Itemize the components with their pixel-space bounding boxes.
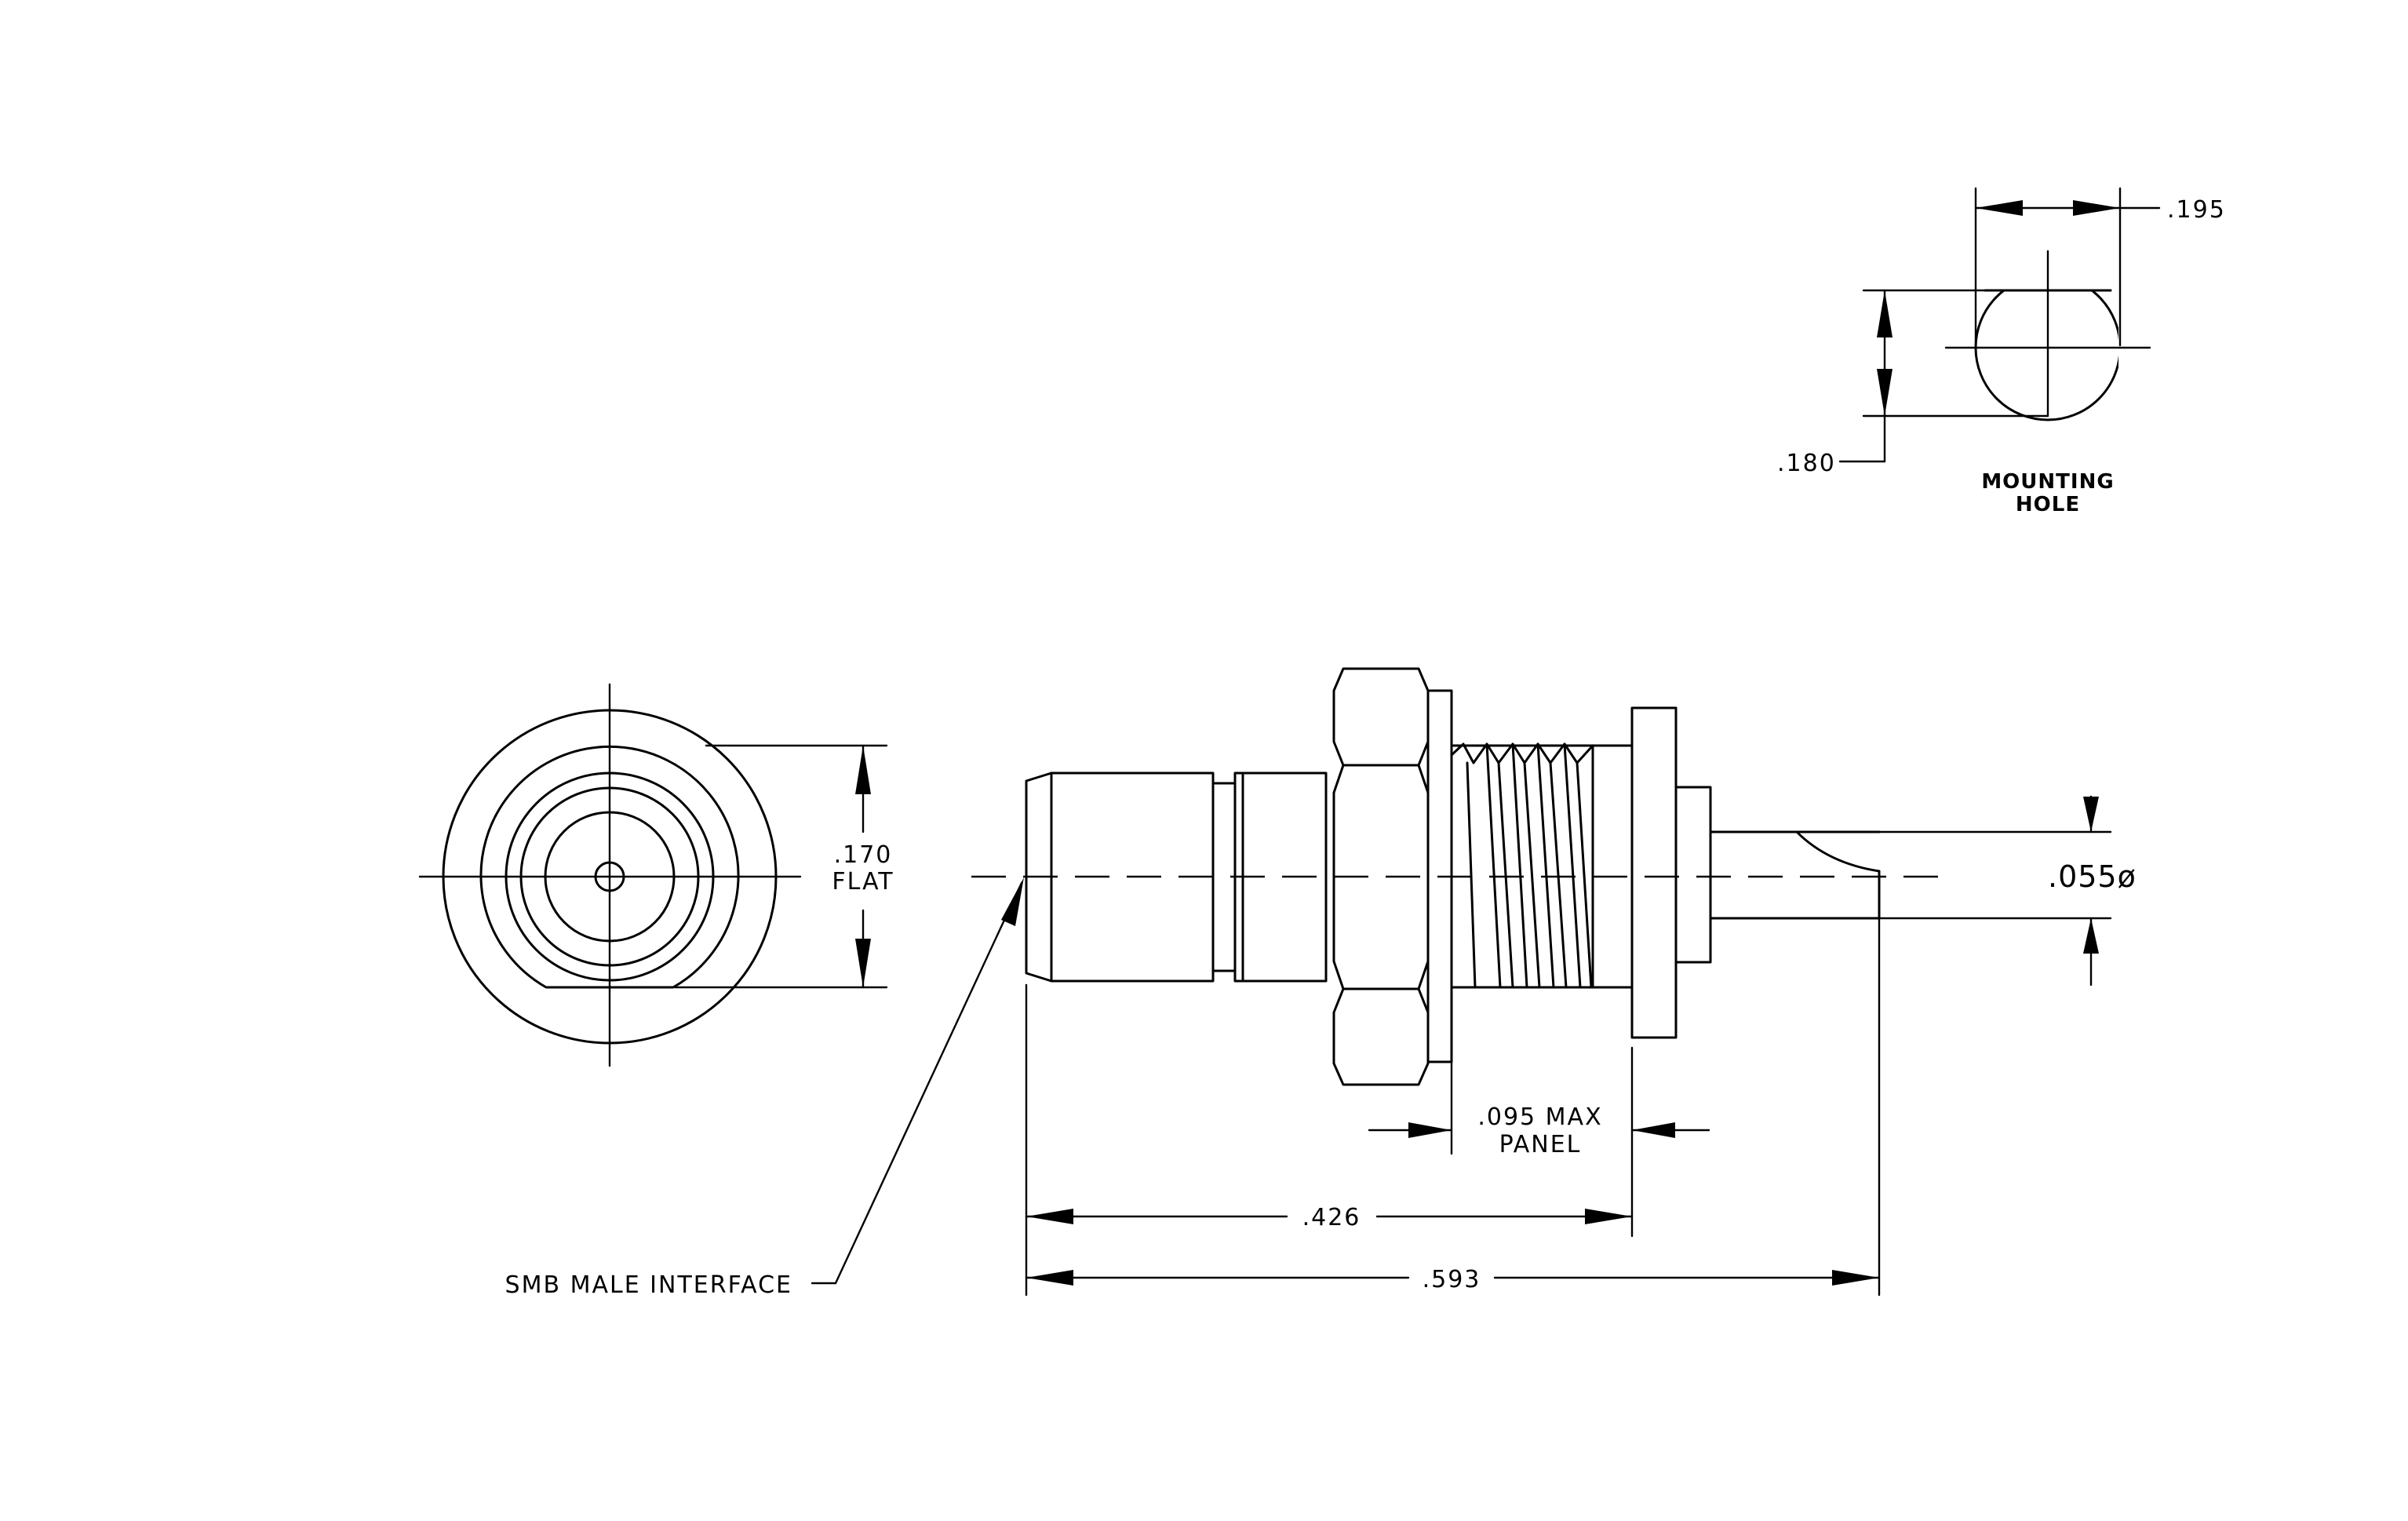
- hex-nut-bottom-face: [1332, 987, 1430, 1086]
- dim-593-arrow-right: [1832, 1270, 1879, 1286]
- dim-426-arrow-left: [1026, 1209, 1073, 1224]
- width-dimension-label: .195: [2167, 196, 2226, 224]
- rear-flange: [1630, 706, 1678, 1039]
- thread-line-8: [1563, 742, 1582, 989]
- lock-washer: [1426, 689, 1453, 1063]
- thread-line-9: [1576, 761, 1593, 989]
- height-arrow-top: [1877, 290, 1893, 337]
- thread-line-6: [1536, 742, 1555, 989]
- mounting-hole-view: .195 .180 MOUNTING HOLE: [1777, 187, 2226, 516]
- length-593-label: .593: [1423, 1266, 1481, 1293]
- interface-label: SMB MALE INTERFACE: [505, 1271, 792, 1299]
- dim-426-arrow-right: [1585, 1209, 1632, 1224]
- hex-nut-top-face: [1332, 667, 1430, 767]
- coupling-body: [1241, 771, 1328, 983]
- end-view-flat-body: [479, 745, 740, 989]
- end-view: .170 FLAT: [418, 683, 894, 1067]
- hex-nut: [1332, 667, 1430, 1086]
- threaded-body: [1450, 742, 1594, 989]
- dia-arrow-bottom: [2083, 918, 2099, 954]
- flat-dimension-value: .170: [834, 841, 893, 869]
- pin-diameter-label: .055ø: [2048, 859, 2137, 894]
- rear-body: [1591, 744, 1634, 989]
- thread-teeth: [1450, 742, 1594, 764]
- thread-line-2: [1485, 742, 1502, 989]
- thread-line-4: [1511, 742, 1528, 989]
- dim-593-arrow-left: [1026, 1270, 1073, 1286]
- width-arrow-right: [2073, 200, 2120, 216]
- panel-arrow-right: [1632, 1122, 1675, 1138]
- interface-leader: [834, 881, 1023, 1285]
- interface-chamfer: [1025, 771, 1053, 983]
- interface-leader-arrow: [1001, 877, 1024, 926]
- height-dimension-label: .180: [1777, 450, 1836, 477]
- panel-label-line2: PANEL: [1499, 1131, 1582, 1158]
- thread-line-5: [1523, 761, 1541, 989]
- thread-line-7: [1549, 761, 1568, 989]
- panel-label-line1: .095 MAX: [1477, 1103, 1602, 1131]
- contact-pin: [1709, 830, 1881, 920]
- panel-arrow-left: [1408, 1122, 1452, 1138]
- thread-line-3: [1497, 761, 1514, 989]
- dia-arrow-top: [2083, 797, 2099, 832]
- width-arrow-left: [1976, 200, 2023, 216]
- flat-arrow-bottom: [855, 939, 871, 987]
- flat-dimension-label: FLAT: [832, 868, 894, 895]
- mounting-hole-title-line2: HOLE: [2016, 493, 2080, 516]
- mounting-hole-title-line1: MOUNTING: [1981, 470, 2114, 494]
- thread-line-1: [1466, 761, 1477, 989]
- length-426-label: .426: [1302, 1204, 1361, 1231]
- rear-step: [1674, 786, 1712, 964]
- flat-arrow-top: [855, 746, 871, 794]
- pin-break-curve: [1795, 830, 1881, 873]
- side-view: .055ø .095 MAX PANEL .426 .593 SMB MALE …: [505, 667, 2137, 1299]
- height-arrow-bottom: [1877, 369, 1893, 416]
